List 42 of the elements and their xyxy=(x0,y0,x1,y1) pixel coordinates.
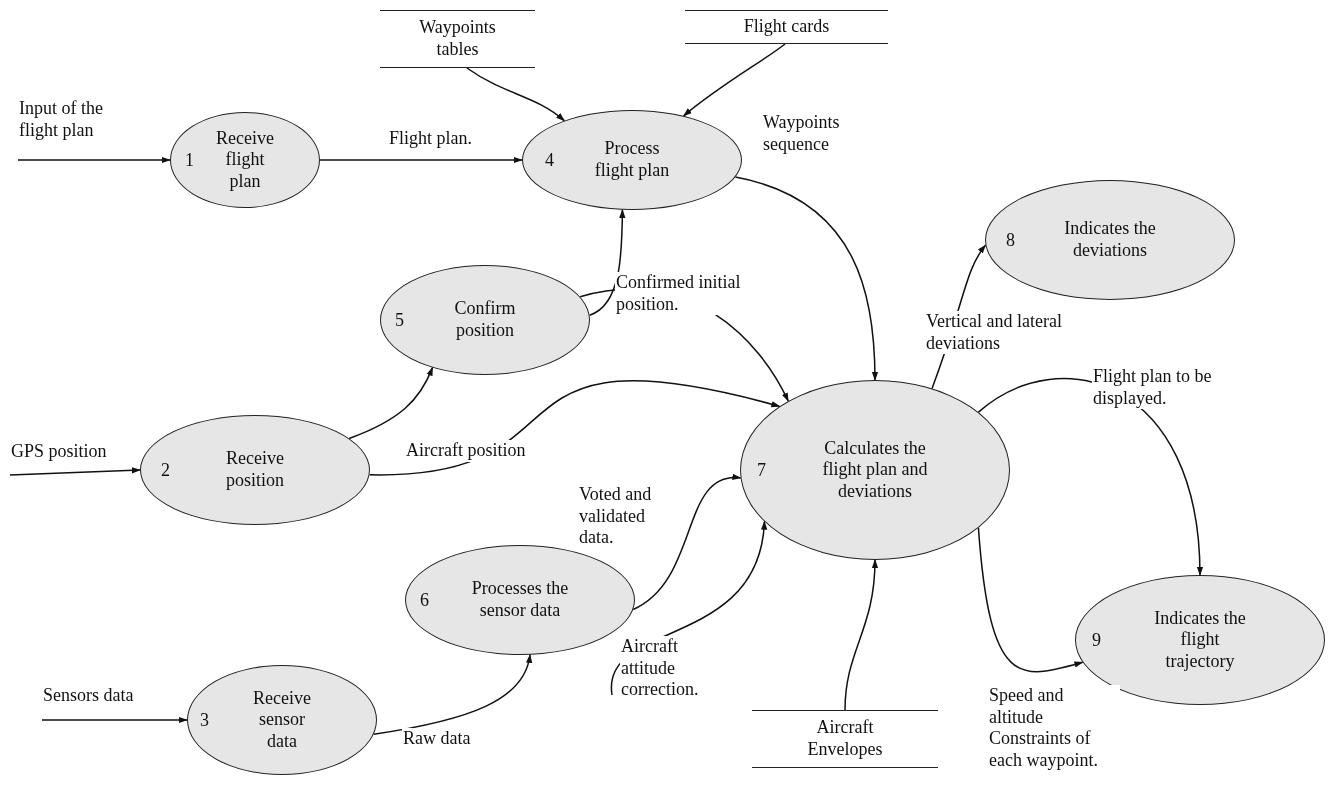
data-store xyxy=(685,10,888,44)
arrow xyxy=(588,208,626,316)
process-label: Receive sensor data xyxy=(252,687,312,753)
edge-label: GPS position xyxy=(10,441,108,463)
arrow xyxy=(9,467,141,476)
data-store-label: Aircraft Envelopes xyxy=(806,717,884,761)
arrow xyxy=(977,527,1084,673)
process-label: Calculates the flight plan and deviations xyxy=(821,437,929,503)
process-number: 2 xyxy=(161,459,170,481)
process-label: Process flight plan xyxy=(593,138,671,182)
arrow xyxy=(368,380,781,476)
arrow xyxy=(373,653,532,735)
process-label: Receive position xyxy=(225,448,285,492)
process-label: Indicates the flight trajectory xyxy=(1153,607,1247,673)
process-number: 1 xyxy=(185,149,194,171)
data-store xyxy=(380,10,535,68)
data-store-label: Waypoints tables xyxy=(418,17,497,61)
process-label: Indicates the deviations xyxy=(1063,218,1157,262)
process-label: Confirm position xyxy=(453,298,517,342)
process-number: 5 xyxy=(395,309,404,331)
arrow xyxy=(466,67,566,122)
arrow xyxy=(844,559,878,711)
arrow xyxy=(632,474,742,611)
arrow xyxy=(17,156,171,164)
edge-label: Aircraft position xyxy=(405,440,527,462)
data-store-label: Flight cards xyxy=(743,16,830,38)
arrow xyxy=(41,716,188,724)
process-label: Receive flight plan xyxy=(215,127,275,193)
arrow xyxy=(734,176,878,381)
edge-label: Flight plan. xyxy=(388,128,473,150)
process-number: 8 xyxy=(1006,229,1015,251)
edge-label: Speed and altitude Constraints of each waypoint. xyxy=(988,685,1120,772)
process-number: 6 xyxy=(420,589,429,611)
process-number: 9 xyxy=(1092,629,1101,651)
process-number: 3 xyxy=(200,709,209,731)
arrow xyxy=(319,156,523,164)
arrow xyxy=(682,43,786,117)
process-label: Processes the sensor data xyxy=(470,578,570,622)
process-number: 7 xyxy=(757,459,766,481)
arrow xyxy=(348,366,434,440)
data-store xyxy=(752,710,938,768)
process-number: 4 xyxy=(545,149,554,171)
